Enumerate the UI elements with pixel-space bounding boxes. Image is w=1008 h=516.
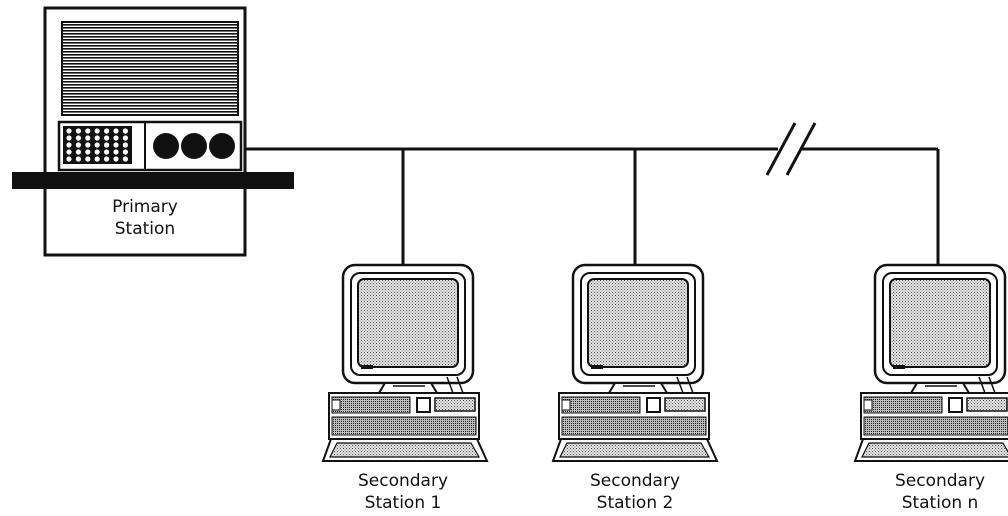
keypad-dot [113,142,118,147]
keypad-dot [123,142,128,147]
keypad-dot [76,149,81,154]
keypad-dot [123,156,128,161]
network-bus [245,149,938,265]
keypad-dot [95,156,100,161]
keypad-dot [85,142,90,147]
keypad-dot [76,156,81,161]
secondary-station-2-label-line1: Secondary [575,470,695,492]
secondary-station-1-label: Secondary Station 1 [343,470,463,514]
keypad-dot [66,135,71,140]
keypad-dot [76,128,81,133]
keypad-dot [123,149,128,154]
secondary-station-1-label-line1: Secondary [343,470,463,492]
keypad-dot [113,128,118,133]
secondary-station-n-label-line2: Station n [880,492,1000,514]
keypad-dot [95,142,100,147]
primary-station-label-line1: Primary [95,196,195,218]
keypad-dot [113,149,118,154]
keypad-dot [104,128,109,133]
keypad-dot [95,135,100,140]
secondary-station-2-icon [553,265,717,461]
keypad-dot [76,142,81,147]
secondary-station-n-icon [855,265,1008,461]
keypad-dot [85,128,90,133]
keypad-dot [113,156,118,161]
secondary-station-1-icon [323,265,487,461]
keypad-dot [66,156,71,161]
keypad-dot [66,128,71,133]
keypad-dot [85,156,90,161]
primary-station-label: Primary Station [95,196,195,240]
keypad-dot [113,135,118,140]
secondary-station-2-label: Secondary Station 2 [575,470,695,514]
keypad-dot [123,128,128,133]
keypad-dot [66,142,71,147]
keypad-dot [104,156,109,161]
keypad-dot [95,128,100,133]
keypad-dot [85,135,90,140]
keypad-dot [76,135,81,140]
secondary-station-2-label-line2: Station 2 [575,492,695,514]
keypad-dot [95,149,100,154]
secondary-station-1-label-line2: Station 1 [343,492,463,514]
secondary-station-n-label: Secondary Station n [880,470,1000,514]
secondary-station-n-label-line1: Secondary [880,470,1000,492]
keypad-dot [104,142,109,147]
keypad-dot [85,149,90,154]
keypad-dot [104,135,109,140]
primary-station-label-line2: Station [95,218,195,240]
keypad-dot [123,135,128,140]
keypad-dot [66,149,71,154]
keypad-dot [104,149,109,154]
